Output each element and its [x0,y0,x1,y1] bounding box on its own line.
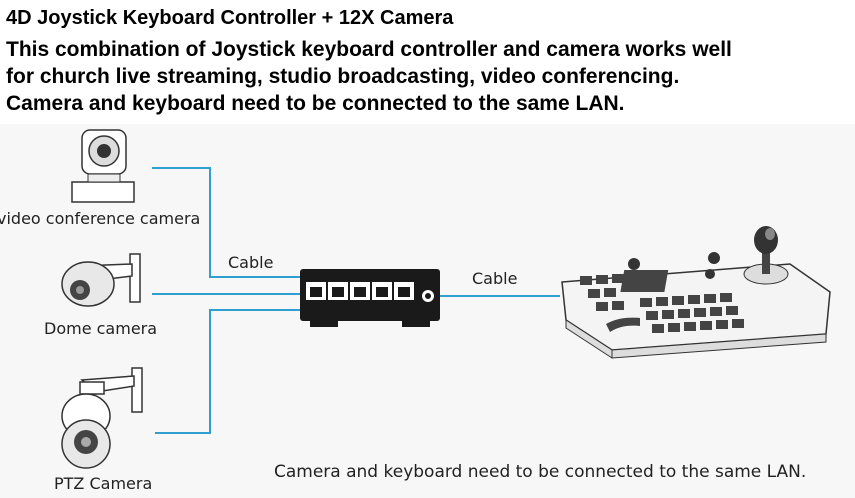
ptz-camera-icon [61,367,143,469]
joystick-keyboard-controller-icon [561,226,831,359]
network-diagram: video conference camera Dome camera PTZ … [0,124,855,498]
page-title: 4D Joystick Keyboard Controller + 12X Ca… [6,7,454,29]
video-conference-camera-icon [71,129,135,203]
dome-camera-label: Dome camera [44,319,157,338]
ptz-camera-label: PTZ Camera [54,474,152,493]
description-line-2: for church live streaming, studio broadc… [6,65,680,88]
diagram-caption: Camera and keyboard need to be connected… [274,462,806,482]
cable-ptz-camera [155,309,302,434]
cable-right-label: Cable [472,269,517,288]
cables [152,167,560,434]
cable-video-camera [152,167,302,278]
dome-camera-icon [61,253,141,307]
description-line-1: This combination of Joystick keyboard co… [6,38,732,61]
cable-left-label: Cable [228,253,273,272]
header: 4D Joystick Keyboard Controller + 12X Ca… [0,0,855,124]
network-switch-icon [300,269,440,327]
video-camera-label: video conference camera [0,209,200,228]
diagram-canvas: video conference camera Dome camera PTZ … [0,129,831,493]
description-line-3: Camera and keyboard need to be connected… [6,92,625,115]
